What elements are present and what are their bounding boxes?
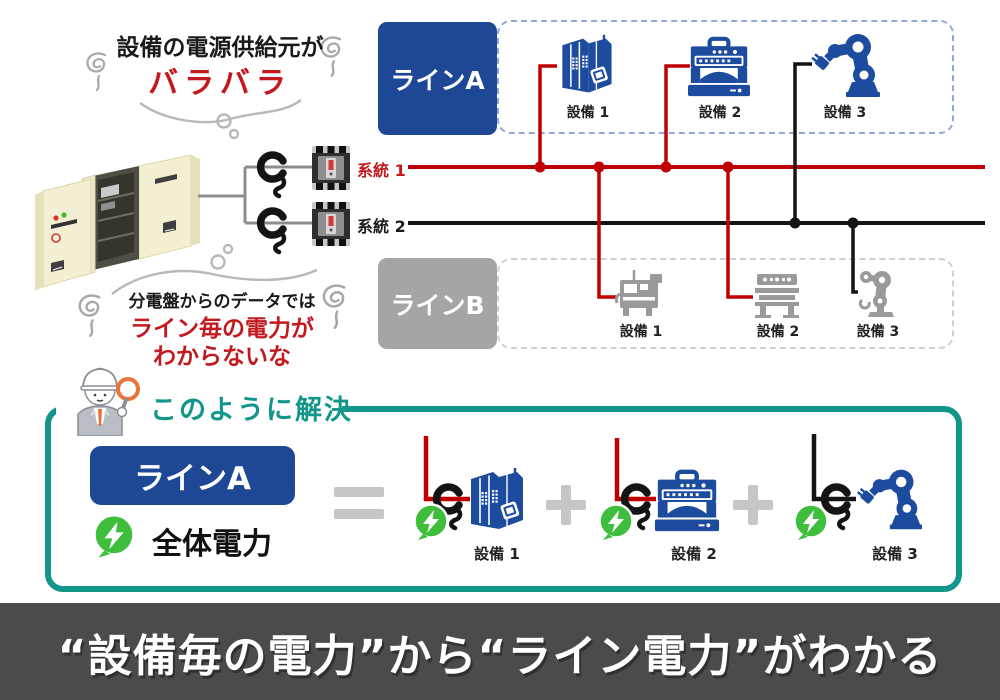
solution-equip2-label: 設備 2 xyxy=(671,545,717,563)
junction-dots xyxy=(534,161,859,229)
solution-box xyxy=(45,406,962,592)
black-equipment-wires xyxy=(793,62,858,294)
bottom-banner: “設備毎の電力”から“ライン電力”がわかる xyxy=(0,603,1000,700)
robot-arm-gray-icon xyxy=(858,271,894,317)
system1-label: 系統 1 xyxy=(357,161,406,180)
line-b-dashed-box xyxy=(497,258,954,349)
line-b-equip1-label: 設備 1 xyxy=(619,324,663,340)
plus-sign-1 xyxy=(546,485,586,525)
solution-wires xyxy=(423,434,856,502)
breaker-icon-1 xyxy=(312,146,350,190)
power-meter-icon-1 xyxy=(413,503,449,540)
solution-line-a-label: ラインA xyxy=(134,461,251,497)
ct-clamp-icon-sol2 xyxy=(620,483,651,531)
heading-border-mask xyxy=(56,399,342,419)
cnc-machine-solution-icon xyxy=(471,468,523,529)
line-b-equip2-label: 設備 2 xyxy=(756,324,800,340)
solution-heading: このように解決 xyxy=(150,395,353,426)
smt-machine-icon xyxy=(614,270,662,316)
thought-bottom-line3: わからないな xyxy=(153,344,291,370)
thought-bottom-line2: ライン毎の電力が xyxy=(130,316,314,342)
solution-line-a-chip: ラインA xyxy=(90,446,295,505)
power-meter-icon-3 xyxy=(793,503,829,540)
solution-equip3-label: 設備 3 xyxy=(872,545,918,563)
thought-bubble-tail-top xyxy=(139,99,302,140)
press-machine-solution-icon xyxy=(654,469,720,532)
thought-top-line2: バラバラ xyxy=(148,66,292,101)
line-b-chip: ラインB xyxy=(378,258,497,349)
line-a-chip: ラインA xyxy=(378,22,497,135)
worker-with-magnifier-icon xyxy=(77,367,140,436)
panel-feed-wires xyxy=(198,165,313,225)
ct-clamp-icon-sol1 xyxy=(432,483,463,531)
equals-sign xyxy=(334,487,384,519)
red-equipment-wires xyxy=(538,64,753,299)
robot-arm-icon xyxy=(811,34,880,97)
line-a-equip3-label: 設備 3 xyxy=(823,105,867,121)
ct-clamp-icon-sol3 xyxy=(820,483,851,531)
banner-text: “設備毎の電力”から“ライン電力”がわかる xyxy=(57,630,943,682)
line-a-equip1-label: 設備 1 xyxy=(566,105,610,121)
press-machine-gray-icon xyxy=(755,274,799,318)
breaker-icon-2 xyxy=(312,202,350,246)
thought-bubble-tail-bottom xyxy=(111,243,318,295)
line-a-label: ラインA xyxy=(390,65,485,95)
power-meter-icon-2 xyxy=(598,503,634,540)
power-meter-icon-total xyxy=(92,513,136,558)
ct-clamp-icon-feed2 xyxy=(256,207,287,255)
scribble-doodle-icons xyxy=(78,36,346,338)
ct-clamp-icon-feed1 xyxy=(256,151,287,199)
distribution-board-icon xyxy=(35,154,200,291)
line-b-equip3-label: 設備 3 xyxy=(856,324,900,340)
line-a-dashed-box xyxy=(497,20,954,134)
solution-equip1-label: 設備 1 xyxy=(474,545,520,563)
press-machine-icon xyxy=(688,36,750,97)
line-a-equip2-label: 設備 2 xyxy=(698,105,742,121)
robot-arm-solution-icon xyxy=(857,469,922,530)
plus-sign-2 xyxy=(733,485,773,525)
total-power-label: 全体電力 xyxy=(152,527,272,562)
thought-top-line1: 設備の電源供給元が xyxy=(116,35,324,61)
system2-label: 系統 2 xyxy=(357,217,406,236)
line-b-label: ラインB xyxy=(390,290,485,320)
thought-bottom-line1: 分電盤からのデータでは xyxy=(128,292,316,312)
cnc-machine-icon xyxy=(562,34,612,93)
